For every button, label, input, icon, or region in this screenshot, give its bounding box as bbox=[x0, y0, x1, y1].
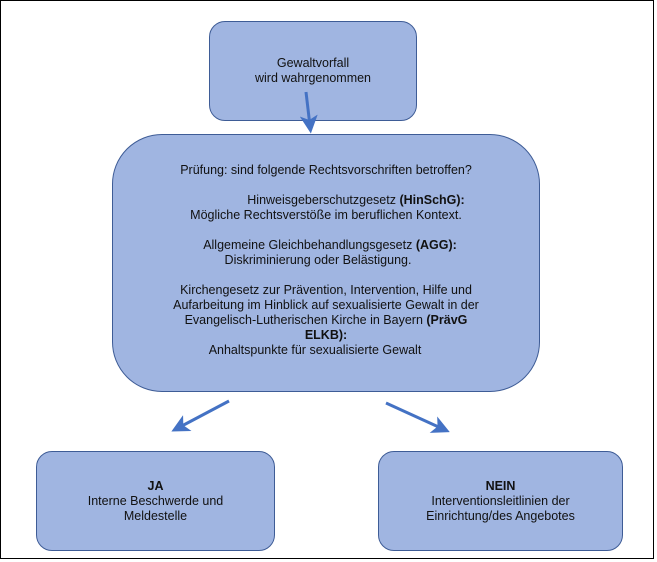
law-hinschg-name: Hinweisgeberschutzgesetz bbox=[247, 193, 400, 207]
yes-line-1: Interne Beschwerde und bbox=[87, 493, 224, 508]
law-praevg-abbr-1: (PrävG bbox=[426, 313, 468, 327]
law-hinschg-abbr: (HinSchG): bbox=[399, 193, 465, 207]
check-question: Prüfung: sind folgende Rechtsvorschrifte… bbox=[180, 163, 472, 177]
no-line-2: Einrichtung/des Angebotes bbox=[426, 508, 575, 523]
law-hinschg-description: Mögliche Rechtsverstöße im beruflichen K… bbox=[190, 208, 462, 222]
yes-node: JA Interne Beschwerde und Meldestelle bbox=[36, 451, 275, 551]
law-hinschg-title: Hinweisgeberschutzgesetz (HinSchG): bbox=[247, 193, 464, 208]
no-title: NEIN bbox=[485, 478, 516, 493]
law-praevg-title-line-3: Evangelisch-Lutherischen Kirche in Bayer… bbox=[185, 313, 468, 328]
law-praevg-name: Evangelisch-Lutherischen Kirche in Bayer… bbox=[184, 313, 427, 327]
no-node: NEIN Interventionsleitlinien der Einrich… bbox=[378, 451, 623, 551]
yes-line-2: Meldestelle bbox=[123, 508, 188, 523]
start-line-2: wird wahrgenommen bbox=[254, 71, 372, 85]
law-praevg-abbr-2: ELKB): bbox=[304, 328, 348, 342]
legal-check-node: Prüfung: sind folgende Rechtsvorschrifte… bbox=[112, 134, 540, 392]
law-praevg-title-line-4: ELKB): bbox=[305, 328, 347, 343]
no-line-1: Interventionsleitlinien der bbox=[431, 493, 570, 508]
law-praevg-title-line-2: Aufarbeitung im Hinblick auf sexualisier… bbox=[173, 298, 479, 312]
law-agg-name: Allgemeine Gleichbehandlungsgesetz bbox=[203, 238, 416, 252]
law-agg-abbr: (AGG): bbox=[415, 238, 457, 252]
start-line-1: Gewaltvorfall bbox=[276, 56, 350, 70]
law-praevg-description: Anhaltspunkte für sexualisierte Gewalt bbox=[208, 343, 422, 357]
law-agg-description: Diskriminierung oder Belästigung. bbox=[224, 253, 412, 267]
law-agg-title: Allgemeine Gleichbehandlungsgesetz (AGG)… bbox=[203, 238, 457, 253]
law-praevg-title-line-1: Kirchengesetz zur Prävention, Interventi… bbox=[180, 283, 472, 297]
start-node: Gewaltvorfall wird wahrgenommen bbox=[209, 21, 417, 121]
yes-title: JA bbox=[147, 478, 164, 493]
